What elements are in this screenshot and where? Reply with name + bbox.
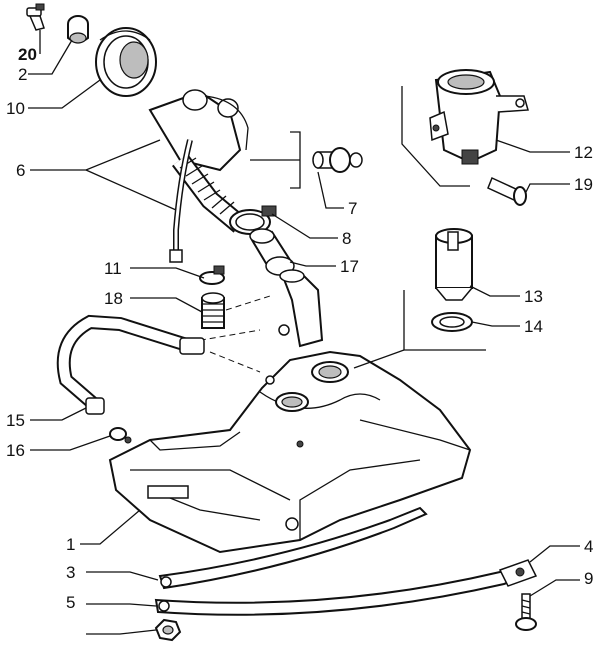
label-14: 14 bbox=[524, 317, 543, 336]
label-12: 12 bbox=[574, 143, 593, 162]
part-18-sleeve bbox=[201, 292, 225, 329]
label-18: 18 bbox=[104, 289, 123, 308]
label-1: 1 bbox=[66, 535, 75, 554]
part-9-bolt bbox=[515, 593, 537, 631]
label-5: 5 bbox=[66, 593, 75, 612]
part-12-bracket bbox=[401, 86, 470, 187]
part-7-valve bbox=[312, 147, 363, 173]
label-2: 2 bbox=[18, 65, 27, 84]
part-3-strap bbox=[158, 506, 428, 590]
part-2-plug bbox=[67, 15, 89, 44]
label-10: 10 bbox=[6, 99, 25, 118]
part-6-filler-neck bbox=[148, 89, 249, 263]
part-17-hose-joint bbox=[249, 228, 295, 276]
part-20-clip bbox=[26, 3, 45, 31]
label-11: 11 bbox=[104, 259, 122, 278]
label-9: 9 bbox=[584, 569, 593, 588]
label-20: 20 bbox=[18, 45, 37, 64]
leader-lines bbox=[28, 30, 580, 635]
part-1-fuel-tank bbox=[108, 269, 472, 554]
part-10-grommet bbox=[95, 27, 157, 97]
part-16-clamp bbox=[109, 427, 132, 444]
part-5-nut bbox=[154, 618, 182, 642]
part-11-clip bbox=[199, 265, 225, 285]
label-8: 8 bbox=[342, 229, 351, 248]
part-13-cartridge bbox=[435, 228, 473, 301]
label-4: 4 bbox=[584, 537, 593, 556]
label-17: 17 bbox=[340, 257, 359, 276]
part-19-bolt bbox=[487, 176, 527, 206]
label-19: 19 bbox=[574, 175, 593, 194]
label-13: 13 bbox=[524, 287, 543, 306]
label-16: 16 bbox=[6, 441, 25, 460]
part-8-clamp bbox=[229, 205, 277, 235]
label-7: 7 bbox=[348, 199, 357, 218]
part-15-vent-hose bbox=[56, 314, 205, 415]
label-6: 6 bbox=[16, 161, 25, 180]
part-12-valve-body bbox=[429, 69, 529, 165]
part-4-strap bbox=[154, 559, 538, 616]
label-3: 3 bbox=[66, 563, 75, 582]
part-number-labels: 20 2 10 6 7 8 17 11 18 12 19 13 14 15 16… bbox=[6, 45, 593, 612]
label-15: 15 bbox=[6, 411, 25, 430]
part-14-seal bbox=[431, 312, 473, 332]
